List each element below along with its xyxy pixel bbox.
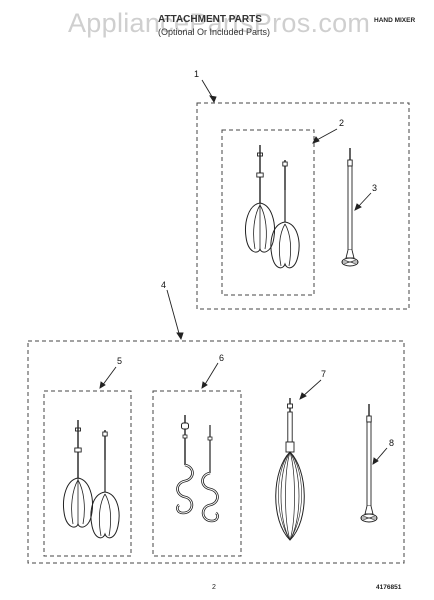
kit-4-box — [27, 340, 405, 564]
beater-part-2b — [270, 159, 300, 269]
product-category: HAND MIXER — [374, 17, 416, 24]
watermark: AppliancePartsPros.com — [68, 8, 371, 38]
callout-7: 7 — [321, 369, 327, 379]
dough-hook-part-6b — [201, 423, 219, 523]
leader-line-4 — [166, 289, 181, 338]
callout-8: 8 — [389, 438, 395, 448]
diagram-subtitle: (Optional Or Included Parts) — [158, 27, 271, 37]
page-number: 2 — [212, 584, 216, 591]
callout-6: 6 — [219, 353, 225, 363]
whisk-part-7 — [275, 398, 305, 541]
leader-line-2 — [314, 128, 338, 142]
document-number: 4176851 — [376, 584, 402, 591]
beater-part-5b — [90, 429, 120, 539]
beater-part-5a — [62, 419, 94, 528]
kit-1-box — [196, 102, 410, 310]
leader-line-5 — [101, 366, 117, 387]
diagram-title: ATTACHMENT PARTS — [158, 14, 262, 25]
callout-3: 3 — [372, 183, 378, 193]
leader-line-6 — [203, 362, 219, 387]
leader-line-7 — [301, 379, 322, 398]
callout-2: 2 — [339, 118, 345, 128]
beater-set-5-box — [43, 390, 132, 557]
callout-5: 5 — [117, 356, 123, 366]
dough-hook-part-6a — [176, 413, 194, 515]
beater-set-2-box — [221, 129, 315, 296]
beater-part-2a — [244, 144, 276, 253]
dough-hook-set-6-box — [152, 390, 242, 557]
callout-4: 4 — [161, 280, 167, 290]
leader-line-8 — [374, 447, 388, 463]
callout-1: 1 — [194, 69, 200, 79]
